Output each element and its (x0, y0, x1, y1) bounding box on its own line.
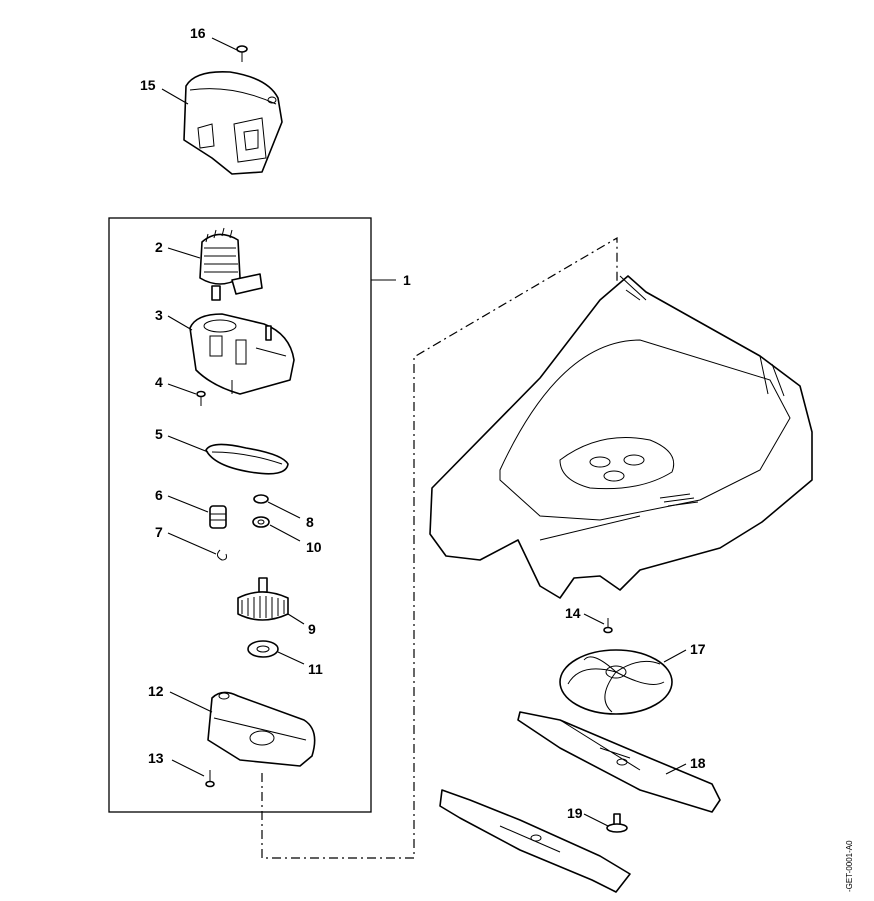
part-8-washer (253, 494, 269, 504)
callout-4: 4 (155, 374, 163, 390)
part-17-fan-wheel (559, 649, 673, 715)
leader-line-6 (167, 495, 209, 513)
leader-line-5 (167, 435, 209, 453)
part-16-screw (236, 45, 248, 62)
leader-line-18 (665, 763, 687, 775)
callout-18: 18 (690, 755, 706, 771)
assembly-dash-line (261, 236, 618, 859)
callout-16: 16 (190, 25, 206, 41)
leader-line-7 (167, 532, 217, 555)
leader-line-12 (169, 691, 213, 713)
leader-line-8 (267, 501, 301, 519)
part-13-screw (205, 770, 215, 788)
callout-6: 6 (155, 487, 163, 503)
part-3-motor-housing (189, 313, 295, 395)
callout-12: 12 (148, 683, 164, 699)
part-5-toothed-belt (205, 443, 289, 475)
part-19-blade-screw (606, 813, 628, 833)
callout-17: 17 (690, 641, 706, 657)
part-14-screw (603, 618, 613, 634)
callout-13: 13 (148, 750, 164, 766)
alternate-mowing-blade (439, 789, 631, 893)
part-10-ball-bearing (252, 516, 270, 528)
part-2-motor (199, 227, 263, 301)
callout-9: 9 (308, 621, 316, 637)
part-9-gear-wheel (237, 577, 289, 621)
part-15-motor-cover (183, 70, 283, 175)
callout-3: 3 (155, 307, 163, 323)
leader-line-17 (663, 649, 687, 663)
leader-line-13 (171, 759, 205, 777)
part-18-mowing-blade (517, 711, 721, 813)
callout-7: 7 (155, 524, 163, 540)
callout-8: 8 (306, 514, 314, 530)
leader-line-9 (287, 613, 305, 625)
leader-line-10 (269, 524, 301, 542)
leader-line-2 (167, 247, 201, 259)
leader-line-19 (583, 813, 609, 827)
callout-11: 11 (308, 661, 323, 677)
callout-19: 19 (567, 805, 583, 821)
leader-line-4 (167, 383, 197, 395)
leader-line-15 (161, 88, 189, 105)
part-12-gearbox-housing (207, 691, 316, 767)
part-11-ball-bearing (247, 640, 279, 658)
leader-line-16 (211, 37, 238, 51)
part-6-pinion (209, 505, 227, 529)
callout-15: 15 (140, 77, 156, 93)
callout-14: 14 (565, 605, 581, 621)
part-4-screw (196, 390, 206, 406)
callout-5: 5 (155, 426, 163, 442)
assembly-frame (108, 217, 372, 813)
drawing-reference: -GET-0001-A0 (845, 840, 854, 892)
callout-1: 1 (403, 272, 411, 288)
leader-line-14 (583, 613, 605, 625)
callout-2: 2 (155, 239, 163, 255)
callout-10: 10 (306, 539, 322, 555)
part-7-retaining-ring (216, 549, 227, 561)
mower-deck (429, 275, 813, 599)
leader-line-3 (167, 315, 193, 331)
leader-line-11 (277, 651, 305, 665)
